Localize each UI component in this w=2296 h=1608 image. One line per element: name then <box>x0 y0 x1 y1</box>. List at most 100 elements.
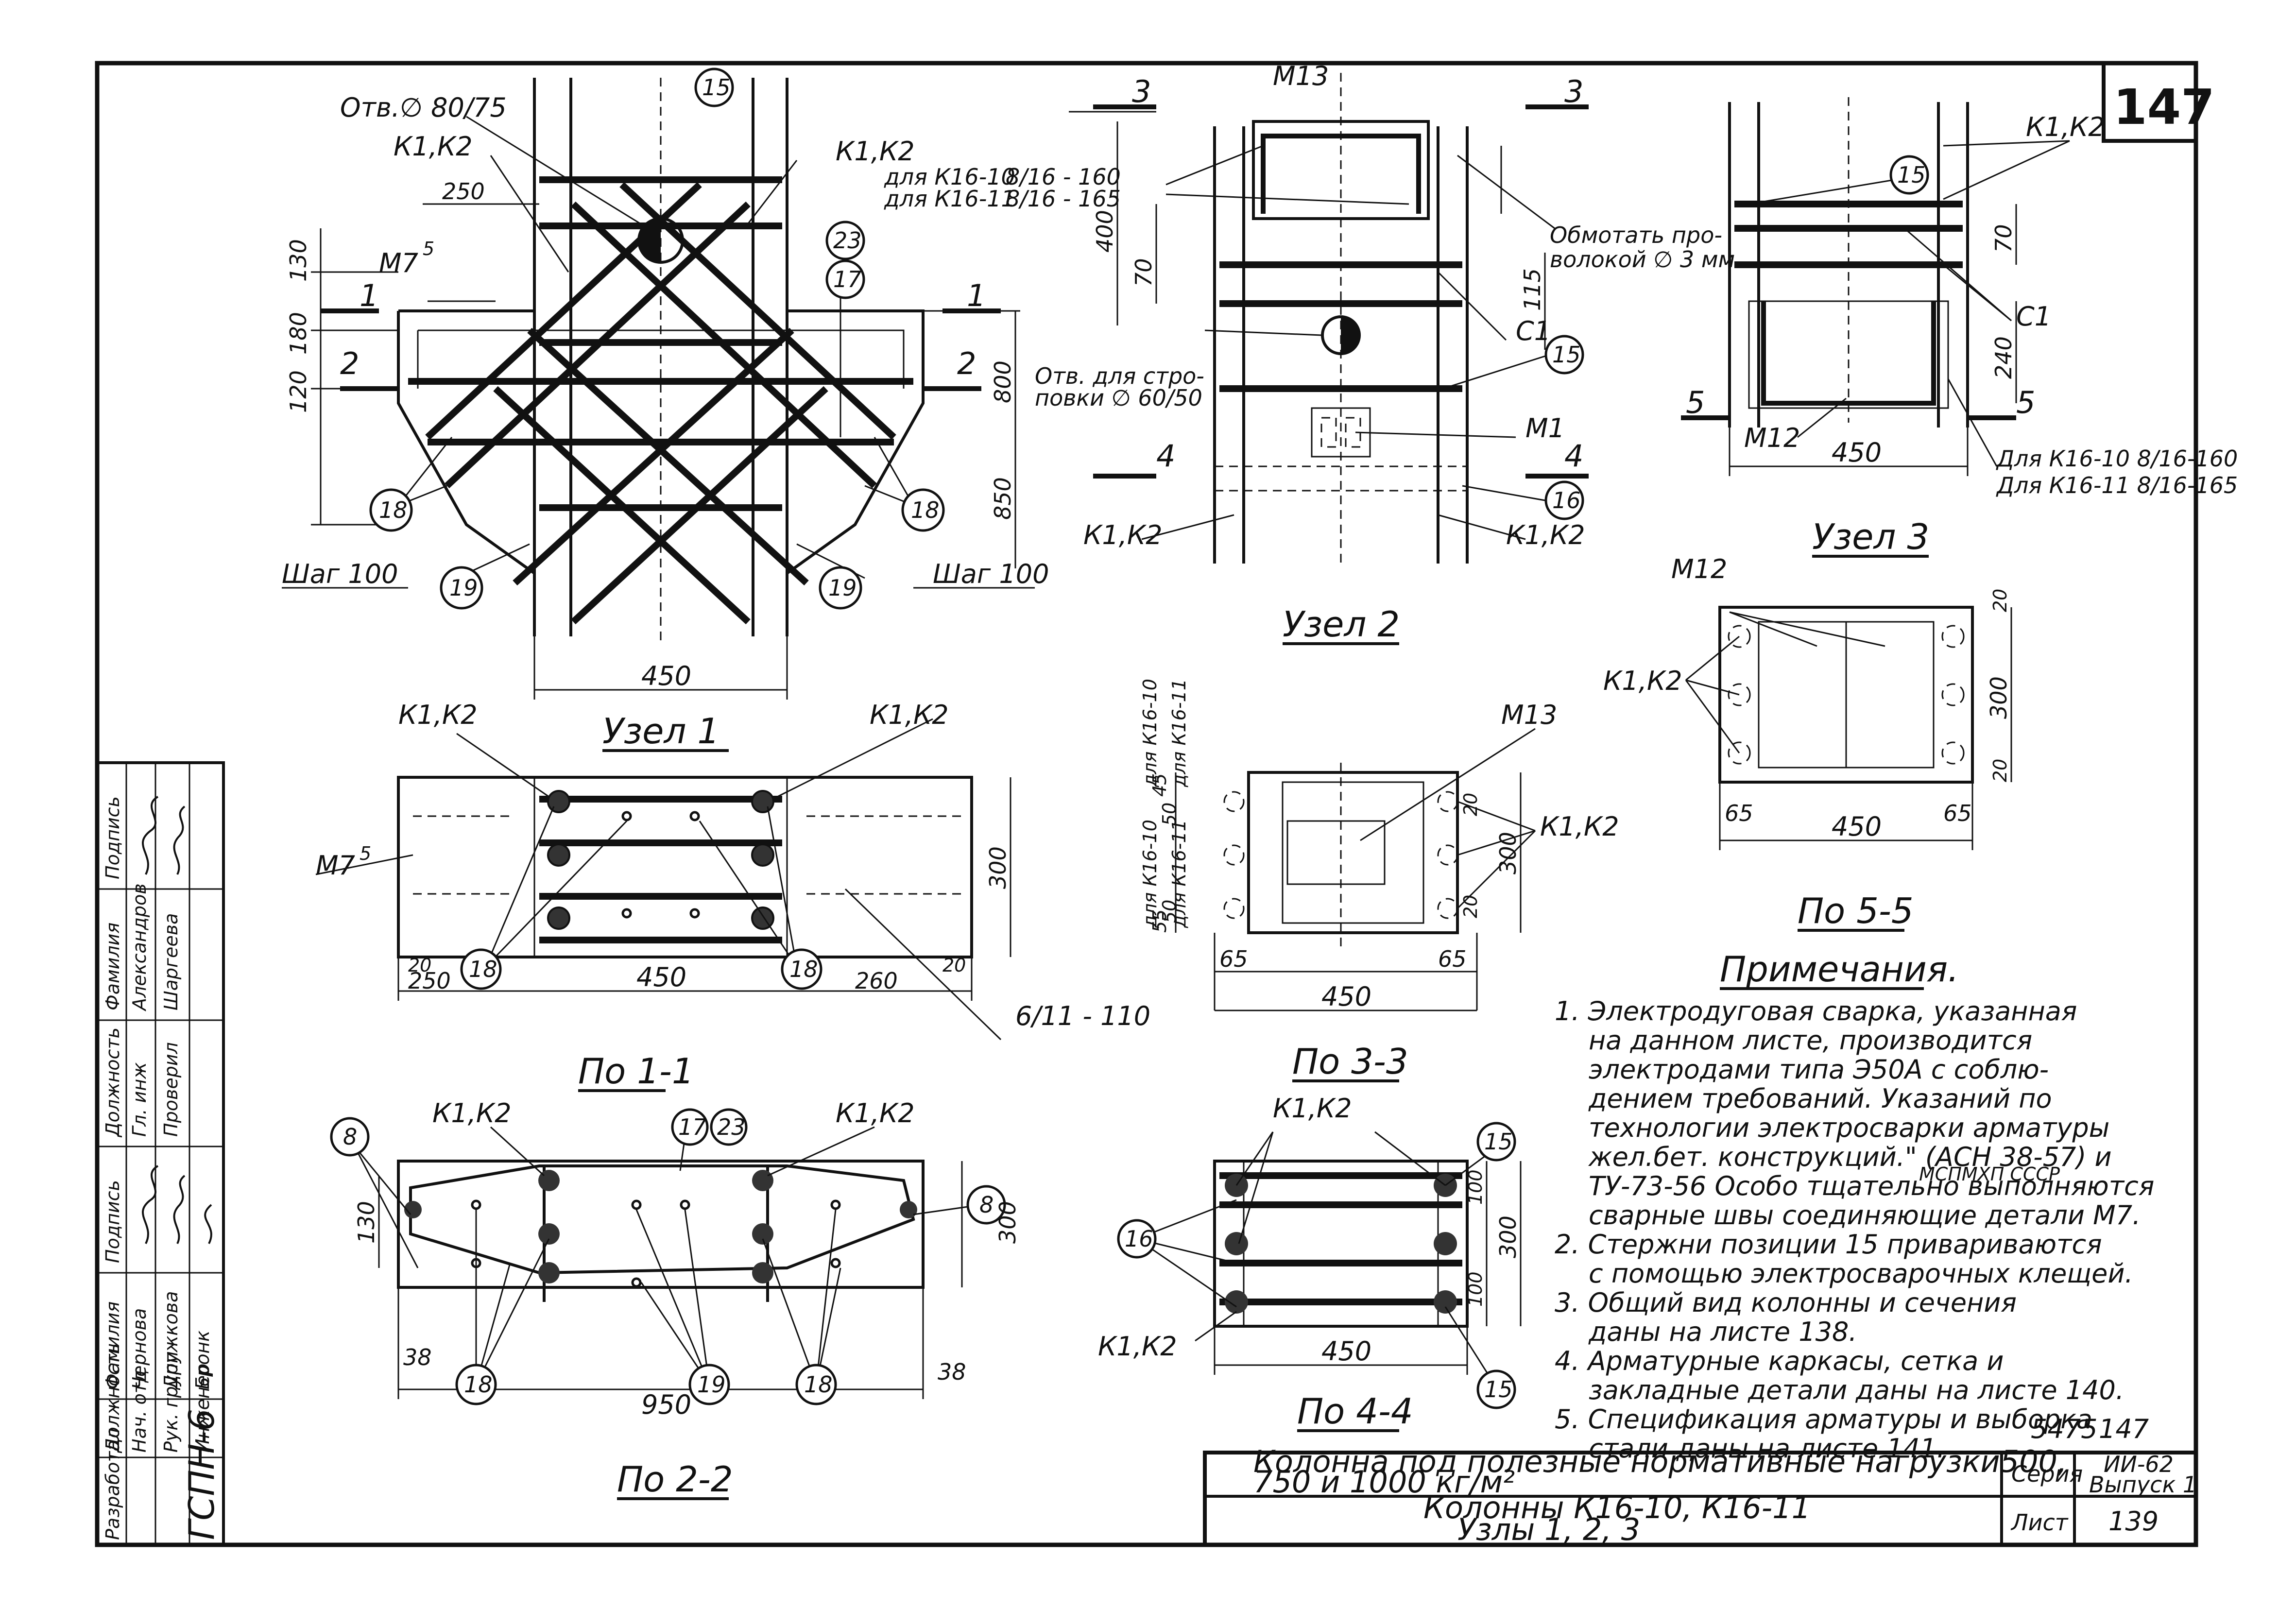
sec22-callout-18-left: 18 <box>455 1364 497 1405</box>
title-line1: Колонна под полезные нормативные нагрузк… <box>1253 1444 2067 1479</box>
sec55-title: По 5-5 <box>1798 890 1914 931</box>
svg-text:16: 16 <box>1552 487 1581 513</box>
node2-k1611-frac: 8/16 - 165 <box>1006 186 1121 212</box>
node1-sec1-right: 1 <box>967 278 986 313</box>
svg-text:8: 8 <box>343 1124 357 1150</box>
sec55-dim-20a: 20 <box>1989 589 2011 612</box>
svg-text:23: 23 <box>717 1114 746 1140</box>
node3-sec5-right: 5 <box>2016 385 2035 420</box>
node1-callout-23: 23 <box>825 221 865 260</box>
signature-scribble <box>141 796 186 875</box>
notes-line: технологии электросварки арматуры <box>1589 1112 2109 1143</box>
sec44-dim-450: 450 <box>1321 1336 1371 1367</box>
sec11-dim-300: 300 <box>985 846 1011 889</box>
node2-sec4-left: 4 <box>1156 438 1175 474</box>
node1-k1k2-left: К1,К2 <box>394 131 473 162</box>
svg-text:18: 18 <box>789 956 818 982</box>
node1-dim-250: 250 <box>442 178 485 205</box>
notes-line: 1. Электродуговая сварка, указанная <box>1555 996 2077 1026</box>
stamp-row-position: Должность <box>102 1027 123 1138</box>
node1-dim-800: 800 <box>990 360 1016 403</box>
node1-opening-label: Отв.∅ 80/75 <box>340 92 507 123</box>
stamp-row-surname: Шаргеева <box>160 913 182 1010</box>
svg-text:15: 15 <box>1484 1129 1513 1155</box>
node3-callout-15: 15 <box>1889 155 1929 195</box>
node1-dim-120: 120 <box>285 370 311 413</box>
section-5-5: М12 К1,К2 20 300 20 65 65 450 По 5-5 <box>1603 554 2012 932</box>
issue-value: Выпуск 1 <box>2089 1471 2197 1498</box>
node2-k1610-frac: 8/16 - 160 <box>1006 164 1121 190</box>
node2-sec3-right: 3 <box>1564 74 1583 109</box>
node3-view: К1,К2 15 С1 70 240 5 5 М12 450 Для К16-1… <box>1681 97 2238 558</box>
sec22-dim-300: 300 <box>994 1201 1021 1244</box>
stamp-developed: Разработал <box>102 1428 123 1540</box>
series-value: ИИ-62 <box>2104 1451 2174 1477</box>
stamp-row-surname: Фамилия <box>102 1301 123 1389</box>
svg-text:19: 19 <box>828 575 857 601</box>
notes-line: дением требований. Указаний по <box>1588 1083 2052 1114</box>
node2-m1: М1 <box>1525 413 1565 444</box>
node3-sec5-left: 5 <box>1686 385 1705 420</box>
node2-k1610: для К16-10 <box>884 164 1015 190</box>
sec33-dim-55: 55 <box>1149 909 1170 933</box>
stamp-row-surname: Дружкова <box>160 1291 182 1390</box>
sec11-dim-250: 250 <box>408 968 451 994</box>
sec22-callout-18-right: 18 <box>795 1364 837 1405</box>
sec44-callout-16: 16 <box>1117 1219 1157 1259</box>
node2-wrap: Обмотать про- <box>1550 222 1722 248</box>
node1-view: Отв.∅ 80/75 К1,К2 К1,К2 250 М7 5 130 180… <box>282 68 1049 752</box>
sec55-m12: М12 <box>1671 554 1727 584</box>
node3-k1611: Для К16-11 8/16-165 <box>1996 472 2238 498</box>
node2-callout-15: 15 <box>1544 335 1584 375</box>
sec33-k1610b: для К16-10 <box>1139 820 1161 928</box>
node3-dim-70: 70 <box>1990 224 2017 253</box>
svg-text:18: 18 <box>464 1371 493 1398</box>
stamp-row-surname: Бронк <box>192 1331 213 1389</box>
node2-k1611: для К16-11 <box>884 186 1015 212</box>
sec22-callout-8-right: 8 <box>966 1185 1006 1225</box>
node1-dim-450: 450 <box>641 661 691 691</box>
sec44-dim-300: 300 <box>1495 1215 1521 1258</box>
sec22-dim-38b: 38 <box>938 1359 966 1385</box>
node2-view: М13 3 3 для К16-10 8/16 - 160 для К16-11… <box>884 61 1735 645</box>
sheet-number-top: 147 <box>2113 79 2215 136</box>
notes-line: ТУ-73-56 Особо тщательно выполняются <box>1589 1171 2154 1201</box>
section-4-4: К1,К2 15 16 15 К1,К2 100 300 100 450 По … <box>1098 1093 1522 1432</box>
svg-text:8: 8 <box>979 1192 994 1218</box>
svg-text:19: 19 <box>449 575 478 601</box>
notes-line: 5. Спецификация арматуры и выборка <box>1555 1404 2092 1435</box>
node1-callout-19-right: 19 <box>819 566 862 610</box>
node2-m13: М13 <box>1273 61 1329 91</box>
sec11-dim-260: 260 <box>855 968 898 994</box>
node2-opening2: повки ∅ 60/50 <box>1035 385 1202 411</box>
series-label: Серия <box>2011 1461 2083 1487</box>
node1-title: Узел 1 <box>602 711 720 752</box>
sec33-dim-50a: 50 <box>1159 803 1180 826</box>
sec22-k1k2-right: К1,К2 <box>836 1098 915 1129</box>
sec11-dim-450: 450 <box>636 962 686 992</box>
sec11-dim-20a: 20 <box>408 955 431 976</box>
sec55-dim-450: 450 <box>1832 811 1882 842</box>
stamp-sheet: 147 <box>2099 1414 2149 1444</box>
node1-step-right: Шаг 100 <box>933 559 1049 589</box>
sheet-label: Лист <box>2010 1509 2069 1536</box>
stamp-org: ГСПН-6 <box>181 1409 222 1540</box>
node2-k1k2-left: К1,К2 <box>1083 520 1163 550</box>
svg-text:17: 17 <box>678 1114 707 1140</box>
section-1-1: К1,К2 К1,К2 М7 5 300 20 20 250 450 260 6… <box>315 700 1150 1092</box>
svg-text:15: 15 <box>1897 162 1926 188</box>
node2-title: Узел 2 <box>1283 604 1400 645</box>
node1-callout-15: 15 <box>694 68 734 107</box>
stamp-number: 5475 <box>2031 1414 2097 1444</box>
node3-title: Узел 3 <box>1812 516 1929 557</box>
svg-text:17: 17 <box>833 266 862 292</box>
node1-callout-18-right: 18 <box>901 488 945 532</box>
node1-k1k2-right: К1,К2 <box>836 136 915 167</box>
section-2-2: К1,К2 К1,К2 8 8 17 23 130 300 38 38 950 … <box>330 1098 1021 1500</box>
notes-line: сварные швы соединяющие детали М7. <box>1589 1200 2141 1231</box>
sec55-dim-20b: 20 <box>1989 759 2011 782</box>
notes-line: закладные детали даны на листе 140. <box>1589 1375 2124 1405</box>
svg-text:18: 18 <box>469 956 497 982</box>
node1-sec2-right: 2 <box>957 346 976 381</box>
